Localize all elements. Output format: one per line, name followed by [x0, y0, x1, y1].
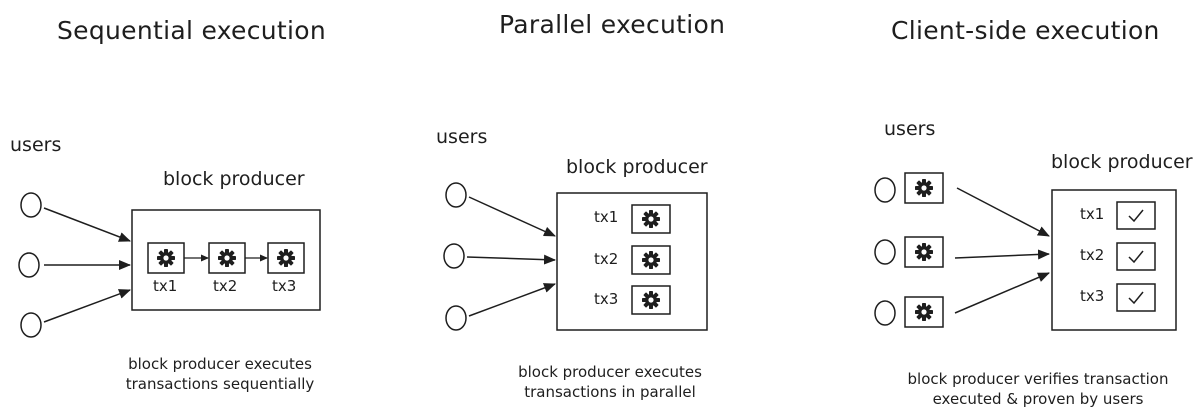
arrow — [956, 187, 1050, 237]
arrow — [954, 249, 1050, 260]
arrow — [468, 283, 556, 317]
tx-label: tx3 — [594, 290, 619, 308]
tx-label: tx2 — [213, 277, 238, 295]
check-box — [1116, 242, 1156, 271]
tx-label: tx3 — [1080, 287, 1105, 305]
gear-icon — [642, 291, 660, 309]
sequential-title: Sequential execution — [57, 16, 326, 45]
user-circle-icon — [445, 182, 467, 208]
user-proof-box — [904, 296, 944, 328]
tx-label: tx2 — [594, 250, 619, 268]
block-producer-label: block producer — [163, 168, 305, 190]
caption-line: transactions in parallel — [524, 383, 696, 401]
tx-label: tx1 — [1080, 205, 1105, 223]
block-producer-box — [556, 192, 708, 331]
user-proof-box — [904, 236, 944, 268]
user-circle-icon — [20, 312, 42, 338]
block-producer-box — [1051, 189, 1177, 331]
tx-label: tx1 — [594, 208, 619, 226]
users-label: users — [436, 126, 488, 148]
parallel-title: Parallel execution — [499, 10, 726, 39]
parallel-panel — [443, 182, 708, 331]
client-title: Client-side execution — [891, 16, 1160, 45]
check-box — [1116, 283, 1156, 312]
gear-icon — [915, 243, 933, 261]
gear-icon — [915, 303, 933, 321]
users-label: users — [884, 118, 936, 140]
gear-icon — [642, 251, 660, 269]
parallel-caption: block producer executes transactions in … — [490, 362, 730, 402]
arrow — [466, 254, 556, 265]
user-circle-icon — [443, 243, 465, 269]
check-box — [1116, 201, 1156, 230]
block-producer-label: block producer — [566, 156, 708, 178]
user-circle-icon — [874, 177, 896, 203]
tx-label: tx1 — [153, 277, 178, 295]
tx-box — [631, 245, 671, 275]
user-circle-icon — [20, 192, 42, 218]
client-panel — [874, 172, 1177, 331]
gear-icon — [915, 179, 933, 197]
tx-label: tx2 — [1080, 246, 1105, 264]
tx-box — [631, 285, 671, 315]
checkmark-icon — [1128, 209, 1144, 223]
tx-box — [267, 242, 305, 274]
caption-line: block producer executes — [128, 355, 312, 373]
checkmark-icon — [1128, 291, 1144, 305]
gear-icon — [218, 249, 236, 267]
gear-icon — [277, 249, 295, 267]
caption-line: block producer executes — [518, 363, 702, 381]
arrow — [43, 207, 131, 242]
tx-box — [631, 204, 671, 234]
block-producer-label: block producer — [1051, 151, 1193, 173]
client-caption: block producer verifies transaction exec… — [893, 369, 1183, 409]
arrow — [43, 289, 131, 323]
tx-label: tx3 — [272, 277, 297, 295]
gear-icon — [642, 210, 660, 228]
users-label: users — [10, 134, 62, 156]
block-producer-box — [131, 209, 321, 311]
user-proof-box — [904, 172, 944, 204]
arrow — [468, 196, 556, 237]
user-circle-icon — [874, 300, 896, 326]
arrow — [954, 272, 1050, 314]
gear-icon — [157, 249, 175, 267]
caption-line: block producer verifies transaction — [907, 370, 1169, 388]
user-circle-icon — [445, 305, 467, 331]
user-circle-icon — [874, 239, 896, 265]
sequential-panel — [18, 192, 321, 338]
checkmark-icon — [1128, 250, 1144, 264]
user-circle-icon — [18, 252, 40, 278]
caption-line: transactions sequentially — [125, 375, 315, 393]
caption-line: executed & proven by users — [932, 390, 1144, 408]
sequential-caption: block producer executes transactions seq… — [100, 354, 340, 394]
